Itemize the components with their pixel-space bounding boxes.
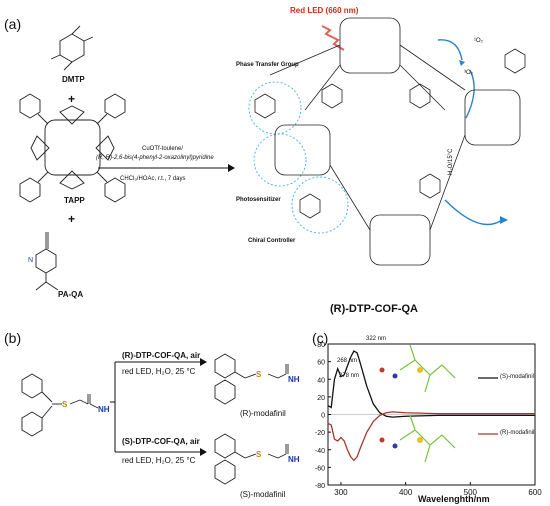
dmtp-label: DMTP bbox=[62, 75, 85, 84]
x-tick-label: 600 bbox=[528, 488, 542, 497]
legend-r-modafinil: (R)-modafinil bbox=[500, 430, 535, 436]
svg-text:S: S bbox=[62, 400, 68, 409]
paqa-label: PA-QA bbox=[58, 290, 84, 299]
svg-text:N: N bbox=[28, 257, 33, 264]
y-tick-label: 20 bbox=[317, 395, 325, 402]
panel-a-label: (a) bbox=[4, 16, 22, 32]
cd-spectrum-chart: 300 400 500 600 -80 -60 -40 -20 0 20 40 60 80 bbox=[315, 342, 542, 497]
y-tick-label: 60 bbox=[317, 360, 325, 367]
series-s-modafinil-line bbox=[327, 350, 535, 418]
bottom-catalyst-label: (S)-DTP-COF-QA, air bbox=[122, 437, 200, 446]
condition-line-3: CHCl₃/HOAc, r.t., 7 days bbox=[120, 176, 186, 182]
x-tick-label: 500 bbox=[464, 488, 478, 497]
peak-278-label: 278 nm bbox=[339, 373, 360, 379]
y-tick-label: -80 bbox=[315, 483, 325, 490]
top-product-label: (R)-modafinil bbox=[240, 409, 286, 418]
reaction-arrow-a bbox=[98, 164, 235, 172]
x-tick-label: 300 bbox=[334, 488, 348, 497]
plus-sign-2: + bbox=[68, 212, 76, 226]
reaction-scheme-b: S NH S S NH NH bbox=[21, 353, 300, 485]
legend-s-modafinil: (S)-modafinil bbox=[500, 374, 535, 380]
cof-framework bbox=[248, 17, 526, 266]
panel-b-label: (b) bbox=[4, 330, 22, 346]
svg-text:S: S bbox=[256, 450, 262, 459]
y-tick-label: -60 bbox=[315, 465, 325, 472]
svg-text:NH: NH bbox=[288, 375, 300, 384]
x-tick-label: 400 bbox=[399, 488, 413, 497]
top-condition-label: red LED, H₂O, 25 °C bbox=[122, 367, 196, 376]
y-tick-label: -40 bbox=[315, 448, 325, 455]
triplet-oxygen-label: ³O₂ bbox=[464, 70, 473, 76]
svg-text:NH: NH bbox=[288, 455, 300, 464]
singlet-oxygen-label: ¹O₂ bbox=[474, 38, 483, 44]
top-catalyst-label: (R)-DTP-COF-QA, air bbox=[122, 351, 201, 360]
bottom-product-label: (S)-modafinil bbox=[240, 490, 286, 499]
reagent-structures: N bbox=[19, 25, 126, 291]
tapp-label: TAPP bbox=[64, 196, 85, 205]
peak-322-label: 322 nm bbox=[366, 336, 387, 342]
photosensitizer-label: Photosensitizer bbox=[236, 197, 281, 203]
x-axis-label: Wavelenghth/nm bbox=[418, 494, 490, 504]
panel-c-label: (c) bbox=[312, 330, 329, 346]
plus-sign-1: + bbox=[68, 92, 76, 106]
svg-text:NH: NH bbox=[98, 405, 110, 414]
peak-268-label: 268 nm bbox=[337, 358, 358, 364]
phase-transfer-label: Phase Transfer Group bbox=[236, 62, 299, 68]
water-temperature-label: H₂O/15°C bbox=[448, 148, 454, 175]
legend-lines bbox=[478, 377, 498, 435]
condition-line-2: (R, R)-2,6-bis(4-phenyl-2-oxazolinyl)pyr… bbox=[96, 155, 214, 161]
y-tick-label: 80 bbox=[317, 342, 325, 349]
y-tick-label: -20 bbox=[315, 430, 325, 437]
cof-product-name: (R)-DTP-COF-QA bbox=[330, 303, 418, 315]
svg-text:S: S bbox=[256, 370, 262, 379]
chiral-controller-label: Chiral Controller bbox=[248, 238, 296, 244]
condition-line-1: CuOTf-toulene/ bbox=[142, 146, 184, 152]
y-tick-label: 0 bbox=[321, 413, 325, 420]
bottom-condition-label: red LED, H₂O, 25 °C bbox=[122, 456, 196, 465]
red-led-label: Red LED (660 nm) bbox=[290, 6, 359, 15]
y-tick-label: 40 bbox=[317, 377, 325, 384]
series-r-modafinil-line bbox=[327, 411, 535, 462]
